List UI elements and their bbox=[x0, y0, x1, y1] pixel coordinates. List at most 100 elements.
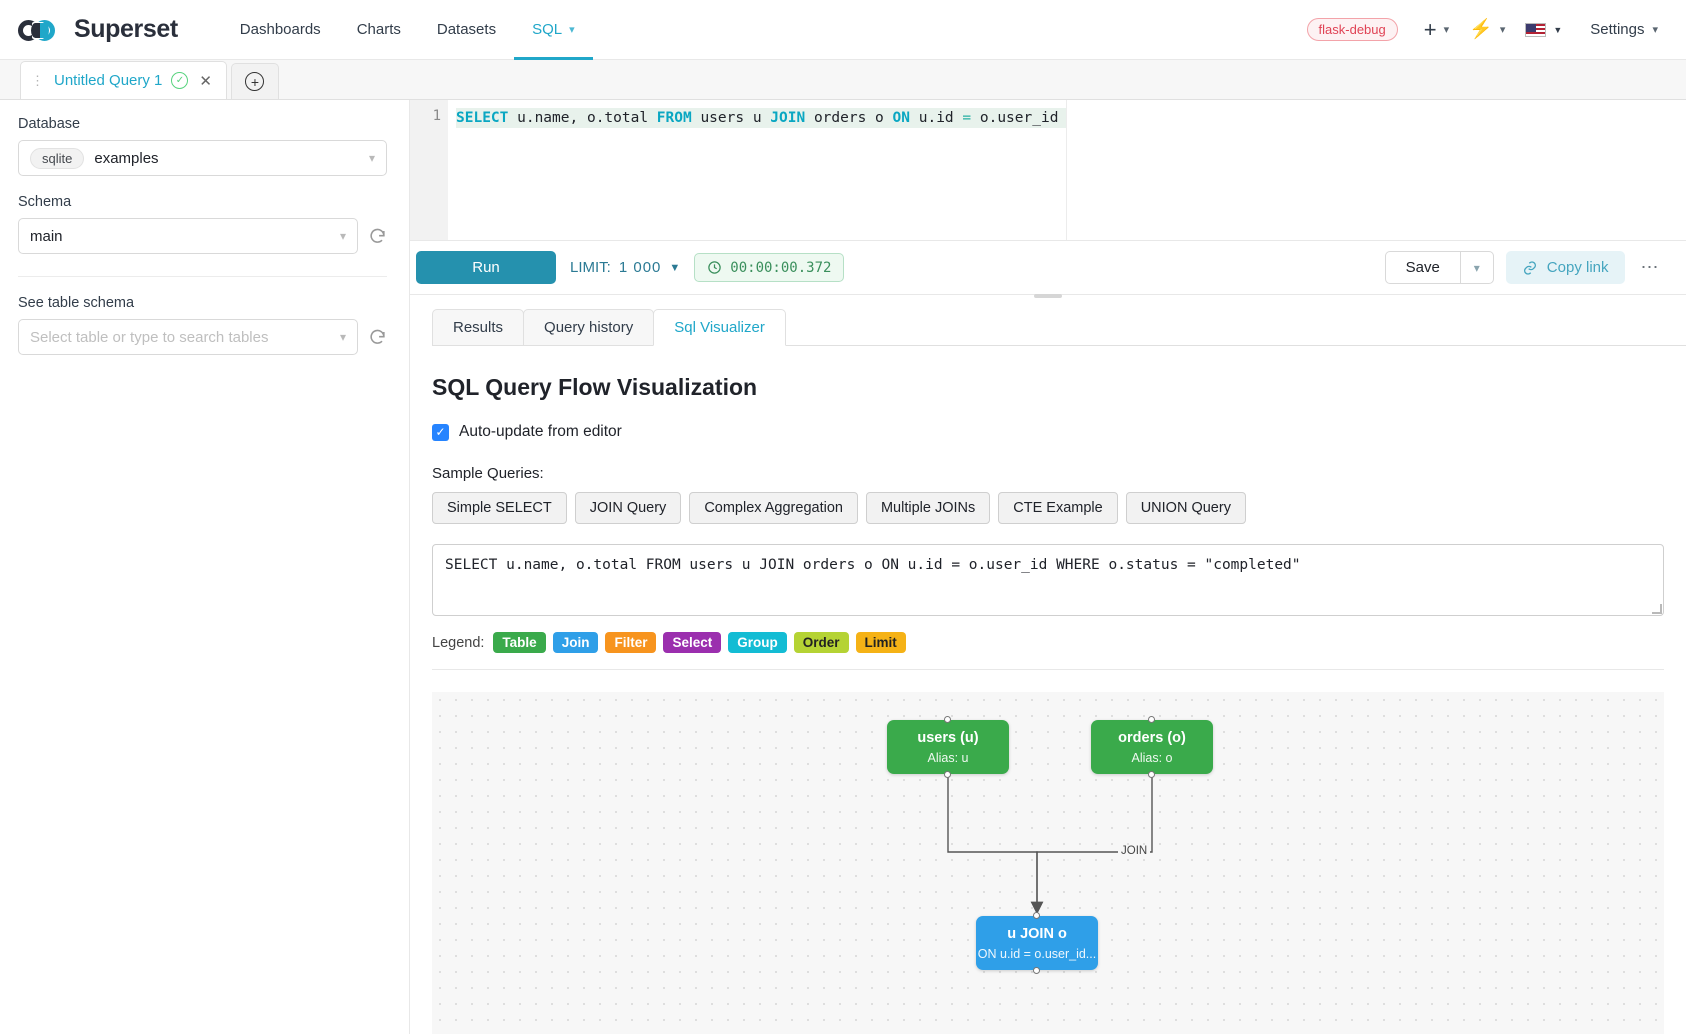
chevron-down-icon[interactable]: ▾ bbox=[1459, 252, 1493, 283]
schema-label: Schema bbox=[18, 194, 72, 210]
graph-edges bbox=[947, 774, 1153, 915]
settings-menu[interactable]: Settings ▾ bbox=[1584, 17, 1664, 42]
chevron-down-icon: ▾ bbox=[1652, 24, 1658, 36]
bolt-icon: ⚡ bbox=[1469, 19, 1493, 40]
copy-link-button[interactable]: Copy link bbox=[1505, 251, 1625, 284]
legend-chip-limit: Limit bbox=[855, 632, 906, 653]
editor-line-number: 1 bbox=[432, 108, 441, 124]
new-menu-button[interactable]: + ▾ bbox=[1416, 15, 1457, 45]
nav-sql[interactable]: SQL ▾ bbox=[514, 0, 593, 60]
workspace: Database sqlite examples ▾ Schema main ▾… bbox=[0, 100, 1686, 1034]
graph-canvas[interactable]: users (u)Alias: u orders (o)Alias: o u JOI… bbox=[432, 692, 1664, 1034]
sample-query-button-join-query[interactable]: JOIN Query bbox=[574, 492, 682, 524]
save-label: Save bbox=[1405, 259, 1440, 276]
legend-chip-filter: Filter bbox=[605, 632, 657, 653]
query-timer: 00:00:00.372 bbox=[694, 253, 845, 282]
nav-datasets[interactable]: Datasets bbox=[419, 0, 514, 60]
tabs-underline bbox=[784, 309, 1686, 346]
table-schema-row: Select table or type to search tables ▾ bbox=[18, 319, 387, 355]
node-port-bottom[interactable] bbox=[1032, 967, 1040, 974]
close-icon[interactable]: ✕ bbox=[199, 72, 212, 90]
resize-grip-icon[interactable] bbox=[1652, 604, 1662, 614]
table-select[interactable]: Select table or type to search tables ▾ bbox=[18, 319, 358, 355]
graph-node-title: orders (o) bbox=[1118, 729, 1186, 746]
brand-name: Superset bbox=[74, 15, 178, 43]
legend-chip-join: Join bbox=[552, 632, 599, 653]
code-token-7: u.id bbox=[910, 110, 963, 126]
database-select[interactable]: sqlite examples ▾ bbox=[18, 140, 387, 176]
copy-link-label: Copy link bbox=[1546, 259, 1609, 276]
bolt-menu-button[interactable]: ⚡ ▾ bbox=[1461, 16, 1513, 43]
code-token-6: ON bbox=[892, 110, 910, 126]
query-tab-title: Untitled Query 1 bbox=[54, 72, 163, 89]
sample-query-button-simple-select[interactable]: Simple SELECT bbox=[432, 492, 567, 524]
query-tab-untitled-query-1[interactable]: ⋮ Untitled Query 1 ✓ ✕ bbox=[20, 61, 227, 99]
refresh-schema-icon[interactable] bbox=[368, 227, 387, 246]
add-query-tab-button[interactable]: + bbox=[230, 63, 279, 99]
drag-handle-icon[interactable]: ⋮ bbox=[31, 73, 45, 88]
node-port-bottom[interactable] bbox=[943, 771, 951, 778]
sql-editor-wrapper: 1 SELECT u.name, o.total FROM users u JO… bbox=[410, 100, 1686, 241]
table-schema-label: See table schema bbox=[18, 295, 135, 311]
graph-edge-orders-to-join[interactable] bbox=[1030, 774, 1153, 915]
database-label: Database bbox=[18, 116, 81, 132]
tab-sql-visualizer[interactable]: Sql Visualizer bbox=[653, 309, 786, 346]
code-token-9: o.user_id bbox=[971, 110, 1068, 126]
tab-results[interactable]: Results bbox=[432, 309, 525, 346]
schema-row: main ▾ bbox=[18, 218, 387, 254]
auto-update-checkbox[interactable]: ✓ bbox=[432, 423, 449, 441]
refresh-tables-icon[interactable] bbox=[368, 328, 387, 347]
sample-query-button-multiple-joins[interactable]: Multiple JOINs bbox=[865, 492, 991, 524]
legend-label: Legend: bbox=[432, 634, 485, 651]
superset-brand[interactable]: Superset bbox=[18, 15, 178, 44]
code-token-0: SELECT bbox=[456, 110, 509, 126]
schema-select[interactable]: main ▾ bbox=[18, 218, 358, 254]
limit-value: 1 000 bbox=[618, 259, 662, 276]
language-selector[interactable]: ▼ bbox=[1517, 19, 1570, 41]
node-port-top[interactable] bbox=[1032, 912, 1040, 919]
panel-divider bbox=[18, 276, 387, 277]
nav-sql-label: SQL bbox=[532, 21, 563, 38]
settings-label: Settings bbox=[1590, 21, 1645, 38]
sample-query-button-cte-example[interactable]: CTE Example bbox=[998, 492, 1118, 524]
legend-chip-select: Select bbox=[663, 632, 722, 653]
limit-dropdown[interactable]: LIMIT: 1 000 ▼ bbox=[570, 259, 680, 276]
plus-icon: + bbox=[1423, 16, 1437, 42]
nav-charts[interactable]: Charts bbox=[339, 0, 419, 60]
sql-editor[interactable]: 1 SELECT u.name, o.total FROM users u JO… bbox=[410, 100, 1686, 240]
node-port-bottom[interactable] bbox=[1147, 771, 1155, 778]
save-button[interactable]: Save ▾ bbox=[1384, 251, 1494, 284]
run-button[interactable]: Run bbox=[416, 251, 556, 284]
graph-edge-label-join: JOIN bbox=[1118, 845, 1151, 857]
chevron-down-icon: ▾ bbox=[569, 24, 575, 36]
page-title: SQL Query Flow Visualization bbox=[432, 374, 758, 400]
graph-node-users[interactable]: users (u)Alias: u bbox=[887, 716, 1009, 778]
legend-chip-group: Group bbox=[728, 632, 787, 653]
sample-queries-label: Sample Queries: bbox=[432, 465, 544, 482]
code-token-5: orders o bbox=[805, 110, 893, 126]
graph-node-orders[interactable]: orders (o)Alias: o bbox=[1091, 716, 1213, 778]
caret-down-icon: ▼ bbox=[669, 261, 681, 274]
editor-autocomplete-region bbox=[1066, 100, 1686, 240]
query-textarea[interactable] bbox=[432, 544, 1664, 616]
tab-query-history[interactable]: Query history bbox=[523, 309, 655, 346]
graph-edge-users-to-join[interactable] bbox=[947, 774, 1044, 915]
timer-value: 00:00:00.372 bbox=[730, 259, 832, 276]
auto-update-label: Auto-update from editor bbox=[459, 423, 622, 440]
us-flag-icon bbox=[1525, 22, 1547, 37]
nav-dashboards[interactable]: Dashboards bbox=[222, 0, 339, 60]
legend-chip-table: Table bbox=[493, 632, 546, 653]
chevron-down-icon: ▾ bbox=[1443, 24, 1450, 36]
node-port-top[interactable] bbox=[1147, 716, 1155, 723]
graph-node-title: users (u) bbox=[917, 729, 979, 746]
sample-query-button-complex-aggregation[interactable]: Complex Aggregation bbox=[689, 492, 858, 524]
ellipsis-icon[interactable]: ⋯ bbox=[1640, 257, 1660, 277]
node-port-top[interactable] bbox=[943, 716, 951, 723]
sample-query-button-union-query[interactable]: UNION Query bbox=[1125, 492, 1246, 524]
editor-gutter: 1 bbox=[410, 100, 448, 240]
nav-datasets-label: Datasets bbox=[436, 21, 497, 38]
pane-resize-handle[interactable] bbox=[1034, 294, 1062, 298]
query-textarea-wrapper bbox=[432, 544, 1664, 616]
